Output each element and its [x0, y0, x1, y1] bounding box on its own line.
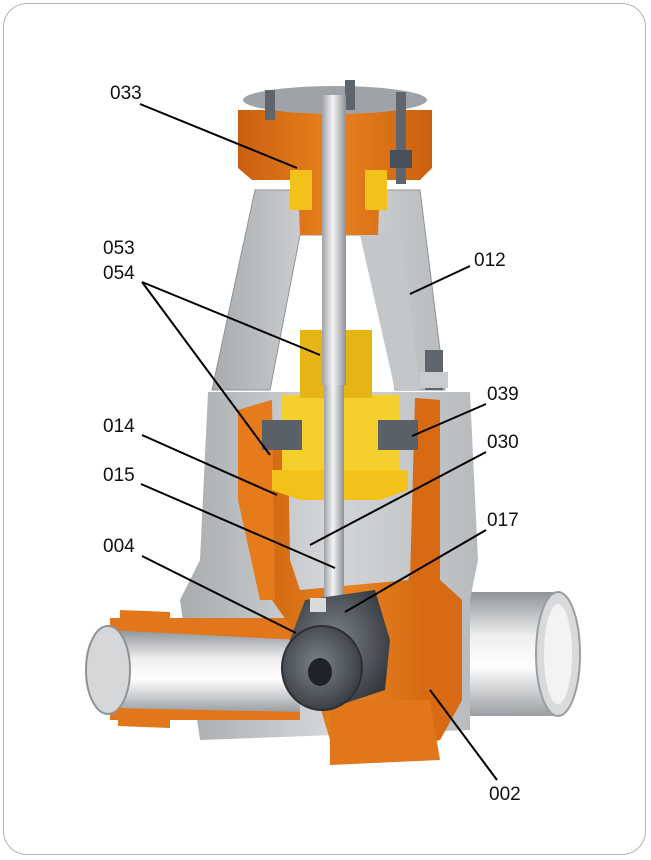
callout-017: 017 [487, 510, 519, 531]
callout-labels: 033 053 054 012 039 014 030 015 017 004 … [103, 83, 521, 805]
leader-002 [429, 689, 498, 781]
callout-030: 030 [487, 432, 519, 453]
callout-002: 002 [489, 784, 521, 805]
stem [322, 95, 346, 605]
bolts [265, 80, 448, 390]
leader-014 [141, 434, 278, 496]
leader-012 [409, 265, 471, 295]
leader-033 [139, 103, 298, 169]
leader-017 [344, 529, 487, 613]
callout-033: 033 [110, 83, 142, 104]
leader-004 [141, 555, 297, 634]
leader-030 [309, 451, 487, 546]
callout-012: 012 [474, 250, 506, 271]
callout-004: 004 [103, 536, 135, 557]
callout-015: 015 [103, 465, 135, 486]
leader-054-a [141, 281, 321, 356]
leader-054-b [141, 281, 271, 456]
callout-054: 054 [103, 263, 135, 284]
leader-015 [140, 483, 336, 569]
callout-014: 014 [103, 416, 135, 437]
inlet-pipe [85, 610, 300, 728]
leader-lines [139, 103, 498, 781]
disc [281, 590, 390, 711]
callout-039: 039 [487, 384, 519, 405]
leader-039 [411, 403, 487, 437]
callout-053: 053 [103, 238, 135, 259]
yoke [211, 189, 446, 391]
